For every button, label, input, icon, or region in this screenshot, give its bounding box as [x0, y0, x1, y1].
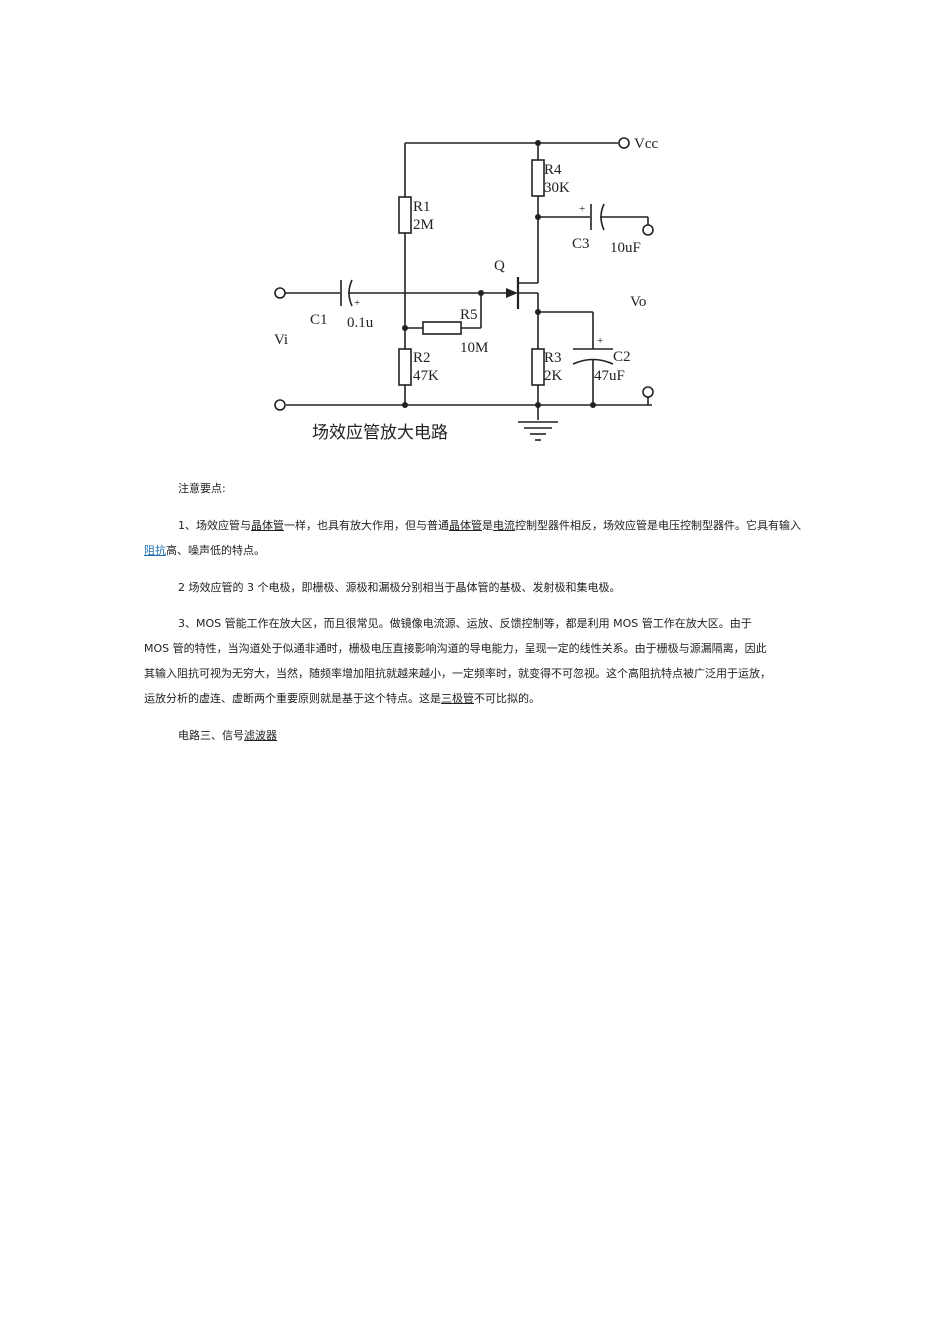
- r1-value-label: 2M: [413, 217, 434, 233]
- fet-gate-arrow: [506, 288, 518, 298]
- vo-bottom-terminal: [642, 386, 654, 398]
- r1-resistor: [398, 196, 412, 234]
- r4-value-label: 30K: [544, 180, 570, 196]
- section-heading: 电路三、信号滤波器: [178, 729, 277, 742]
- note-3-line-3: 其输入阻抗可视为无穷大，当然，随频率增加阻抗就越来越小，一定频率时，就变得不可忽…: [144, 667, 771, 680]
- r1-name-label: R1: [413, 199, 431, 215]
- note-3-line-1: 3、MOS 管能工作在放大区，而且很常见。做镜像电流源、运放、反馈控制等，都是利…: [178, 617, 752, 630]
- notes-heading: 注意要点:: [178, 482, 226, 495]
- q-label: Q: [494, 258, 505, 274]
- keyword-transistor-2: 晶体管: [449, 519, 482, 532]
- r3-name-label: R3: [544, 350, 562, 366]
- c1-plus-label: +: [354, 297, 360, 309]
- r5-value-label: 10M: [460, 340, 488, 356]
- r2-name-label: R2: [413, 350, 431, 366]
- c3-name-label: C3: [572, 236, 590, 252]
- r5-name-label: R5: [460, 307, 478, 323]
- note-3-line-2: MOS 管的特性，当沟道处于似通非通时，栅极电压直接影响沟道的导电能力，呈现一定…: [144, 642, 767, 655]
- r4-resistor: [531, 159, 545, 197]
- c1-name-label: C1: [310, 312, 328, 328]
- vcc-label: Vcc: [634, 136, 658, 152]
- note-paragraph-3: 3、MOS 管能工作在放大区，而且很常见。做镜像电流源、运放、反馈控制等，都是利…: [144, 611, 804, 711]
- c2-capacitor-curve: [572, 358, 614, 365]
- c2-value-label: 47uF: [594, 368, 625, 384]
- vo-output-terminal: [642, 224, 654, 236]
- r5-resistor: [422, 321, 462, 335]
- r3-value-label: 2K: [544, 368, 563, 384]
- c1-value-label: 0.1u: [347, 315, 374, 331]
- keyword-triode: 三极管: [441, 692, 474, 705]
- c3-value-label: 10uF: [610, 240, 641, 256]
- vi-label: Vi: [274, 332, 288, 348]
- note-3-line-4: 运放分析的虚连、虚断两个重要原则就是基于这个特点。这是三极管不可比拟的。: [144, 692, 540, 705]
- diagram-caption: 场效应管放大电路: [312, 423, 448, 442]
- fet-amplifier-circuit-diagram: Vcc Vi Vo Q R1 2M R2 47K R3 2K R4 30K R5…: [274, 136, 658, 442]
- vi-input-terminal: [274, 287, 286, 299]
- r4-name-label: R4: [544, 162, 562, 178]
- r2-resistor: [398, 348, 412, 386]
- c3-plus-label: +: [579, 203, 585, 215]
- r2-value-label: 47K: [413, 368, 439, 384]
- keyword-current: 电流: [493, 519, 515, 532]
- keyword-filter: 滤波器: [244, 729, 277, 742]
- vo-label: Vo: [630, 294, 646, 310]
- note-paragraph-1: 1、场效应管与晶体管一样，也具有放大作用，但与普通晶体管是电流控制型器件相反，场…: [144, 519, 801, 557]
- vcc-terminal: [618, 137, 630, 149]
- keyword-transistor: 晶体管: [251, 519, 284, 532]
- c2-plus-label: +: [597, 335, 603, 347]
- impedance-link[interactable]: 阻抗: [144, 544, 166, 557]
- c2-name-label: C2: [613, 349, 631, 365]
- r3-resistor: [531, 348, 545, 386]
- note-paragraph-2: 2 场效应管的 3 个电极，即栅极、源极和漏极分别相当于晶体管的基极、发射极和集…: [178, 581, 621, 594]
- vi-bottom-terminal: [274, 399, 286, 411]
